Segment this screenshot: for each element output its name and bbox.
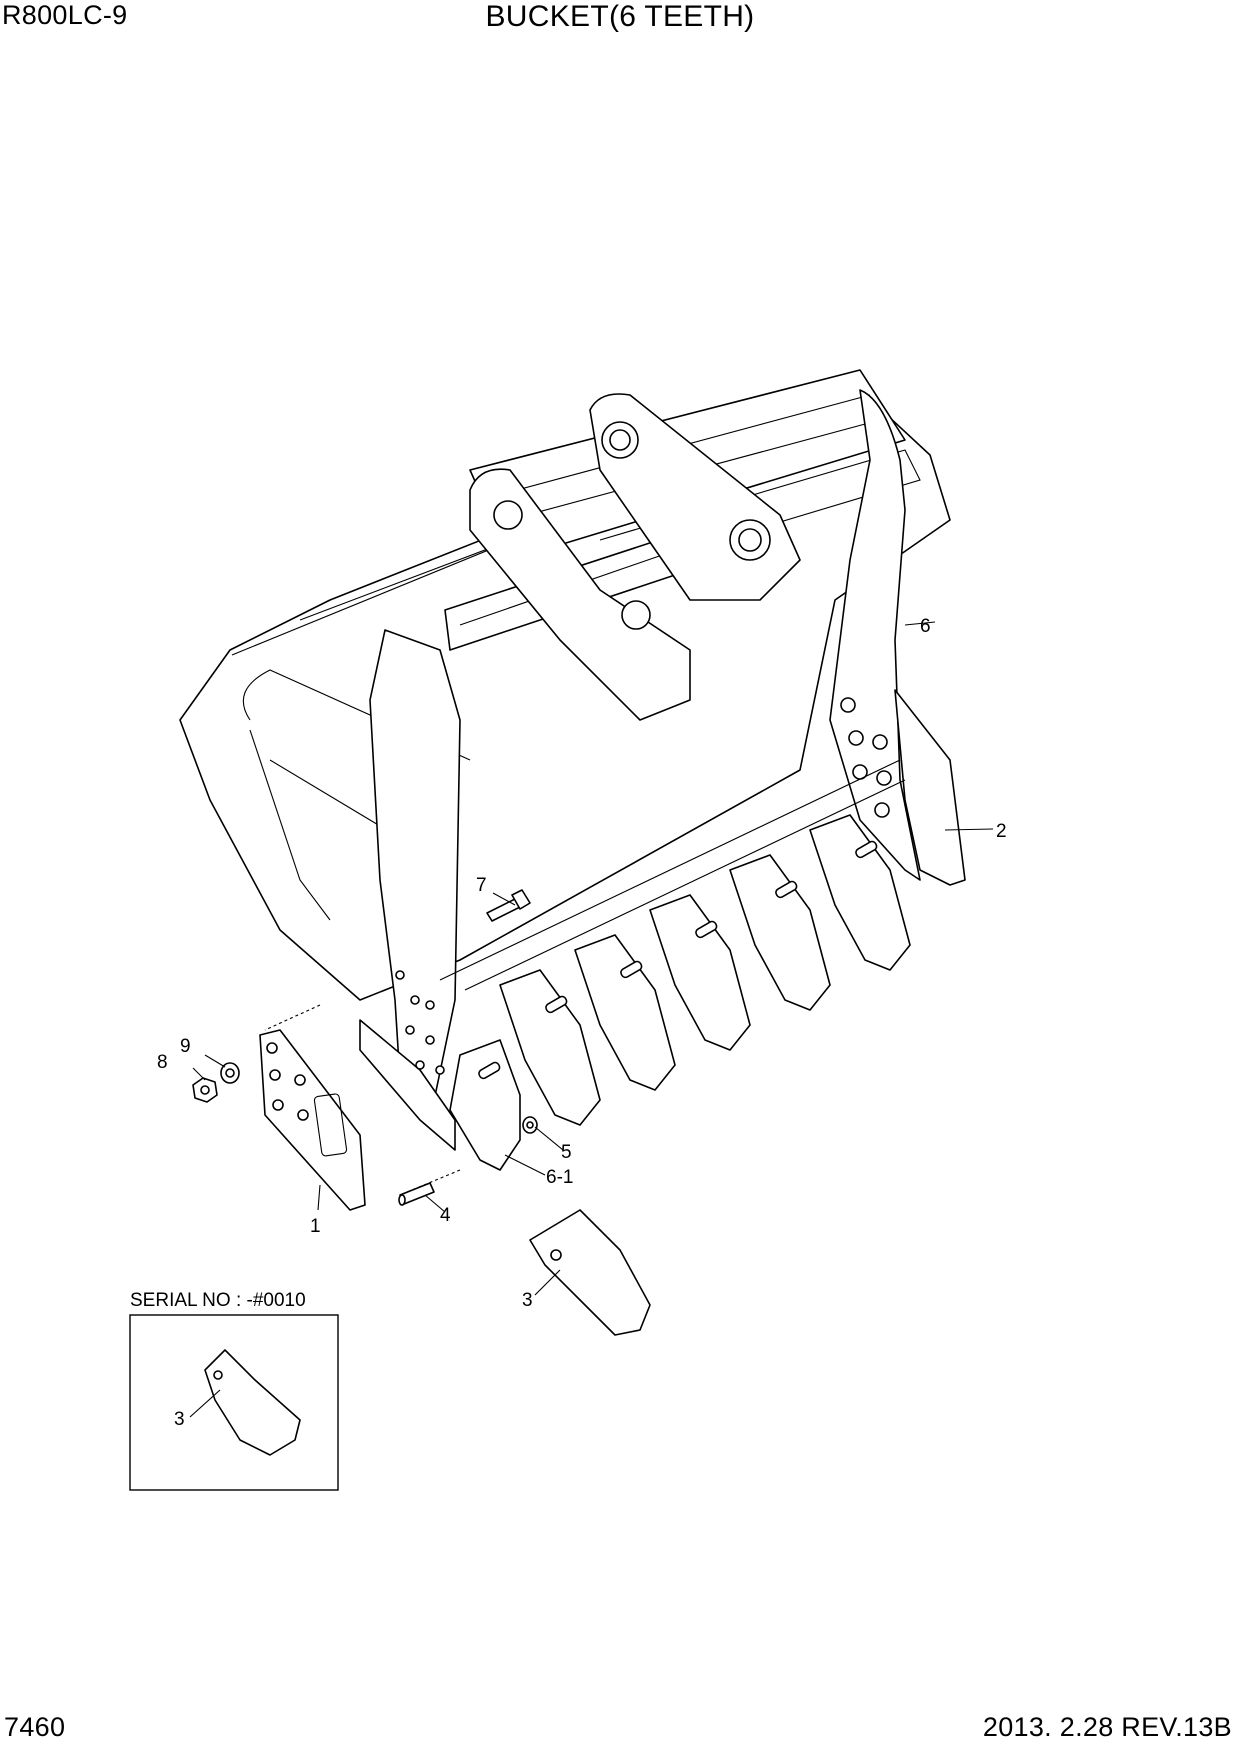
serial-number-label: SERIAL NO : -#0010 [130, 1290, 306, 1311]
callout-6: 6 [920, 616, 931, 637]
model-code: R800LC-9 [2, 0, 128, 30]
bolt-part-7 [486, 889, 531, 922]
tooth-5 [729, 854, 831, 1011]
tooth-tip-part-3 [529, 1209, 651, 1336]
side-plate-left [359, 629, 461, 1151]
cutting-edge [439, 759, 901, 981]
tooth-4 [649, 894, 751, 1051]
callout-4: 4 [440, 1205, 451, 1226]
pin-part-4 [398, 1182, 435, 1206]
callout-3-inset: 3 [174, 1409, 185, 1430]
callout-3: 3 [522, 1290, 533, 1311]
callout-2: 2 [996, 821, 1007, 842]
side-plate-right [829, 389, 966, 886]
tooth-3 [574, 934, 676, 1091]
callout-9: 9 [180, 1036, 191, 1057]
callout-1: 1 [310, 1216, 321, 1237]
serial-inset: SERIAL NO : -#0010 [129, 1290, 339, 1491]
callout-8: 8 [157, 1052, 168, 1073]
ring-part-5 [522, 1116, 538, 1134]
page-number: 7460 [4, 1712, 66, 1742]
side-cutter-part-1 [259, 1029, 366, 1211]
page-title: BUCKET(6 TEETH) [485, 0, 755, 33]
revision-date: 2013. 2.28 REV.13B [982, 1712, 1232, 1742]
leader-lines [189, 621, 994, 1418]
callout-7: 7 [476, 875, 487, 896]
callouts: 6 2 7 9 8 1 4 5 6-1 3 3 [157, 616, 1007, 1430]
tooth-6 [809, 814, 911, 971]
tooth-1 [449, 1039, 521, 1171]
link-plates [469, 393, 801, 721]
nut-part-8 [192, 1077, 218, 1103]
callout-5: 5 [561, 1142, 572, 1163]
callout-6-1: 6-1 [546, 1167, 573, 1188]
washer-part-9 [220, 1062, 240, 1084]
tooth-2 [499, 969, 601, 1126]
